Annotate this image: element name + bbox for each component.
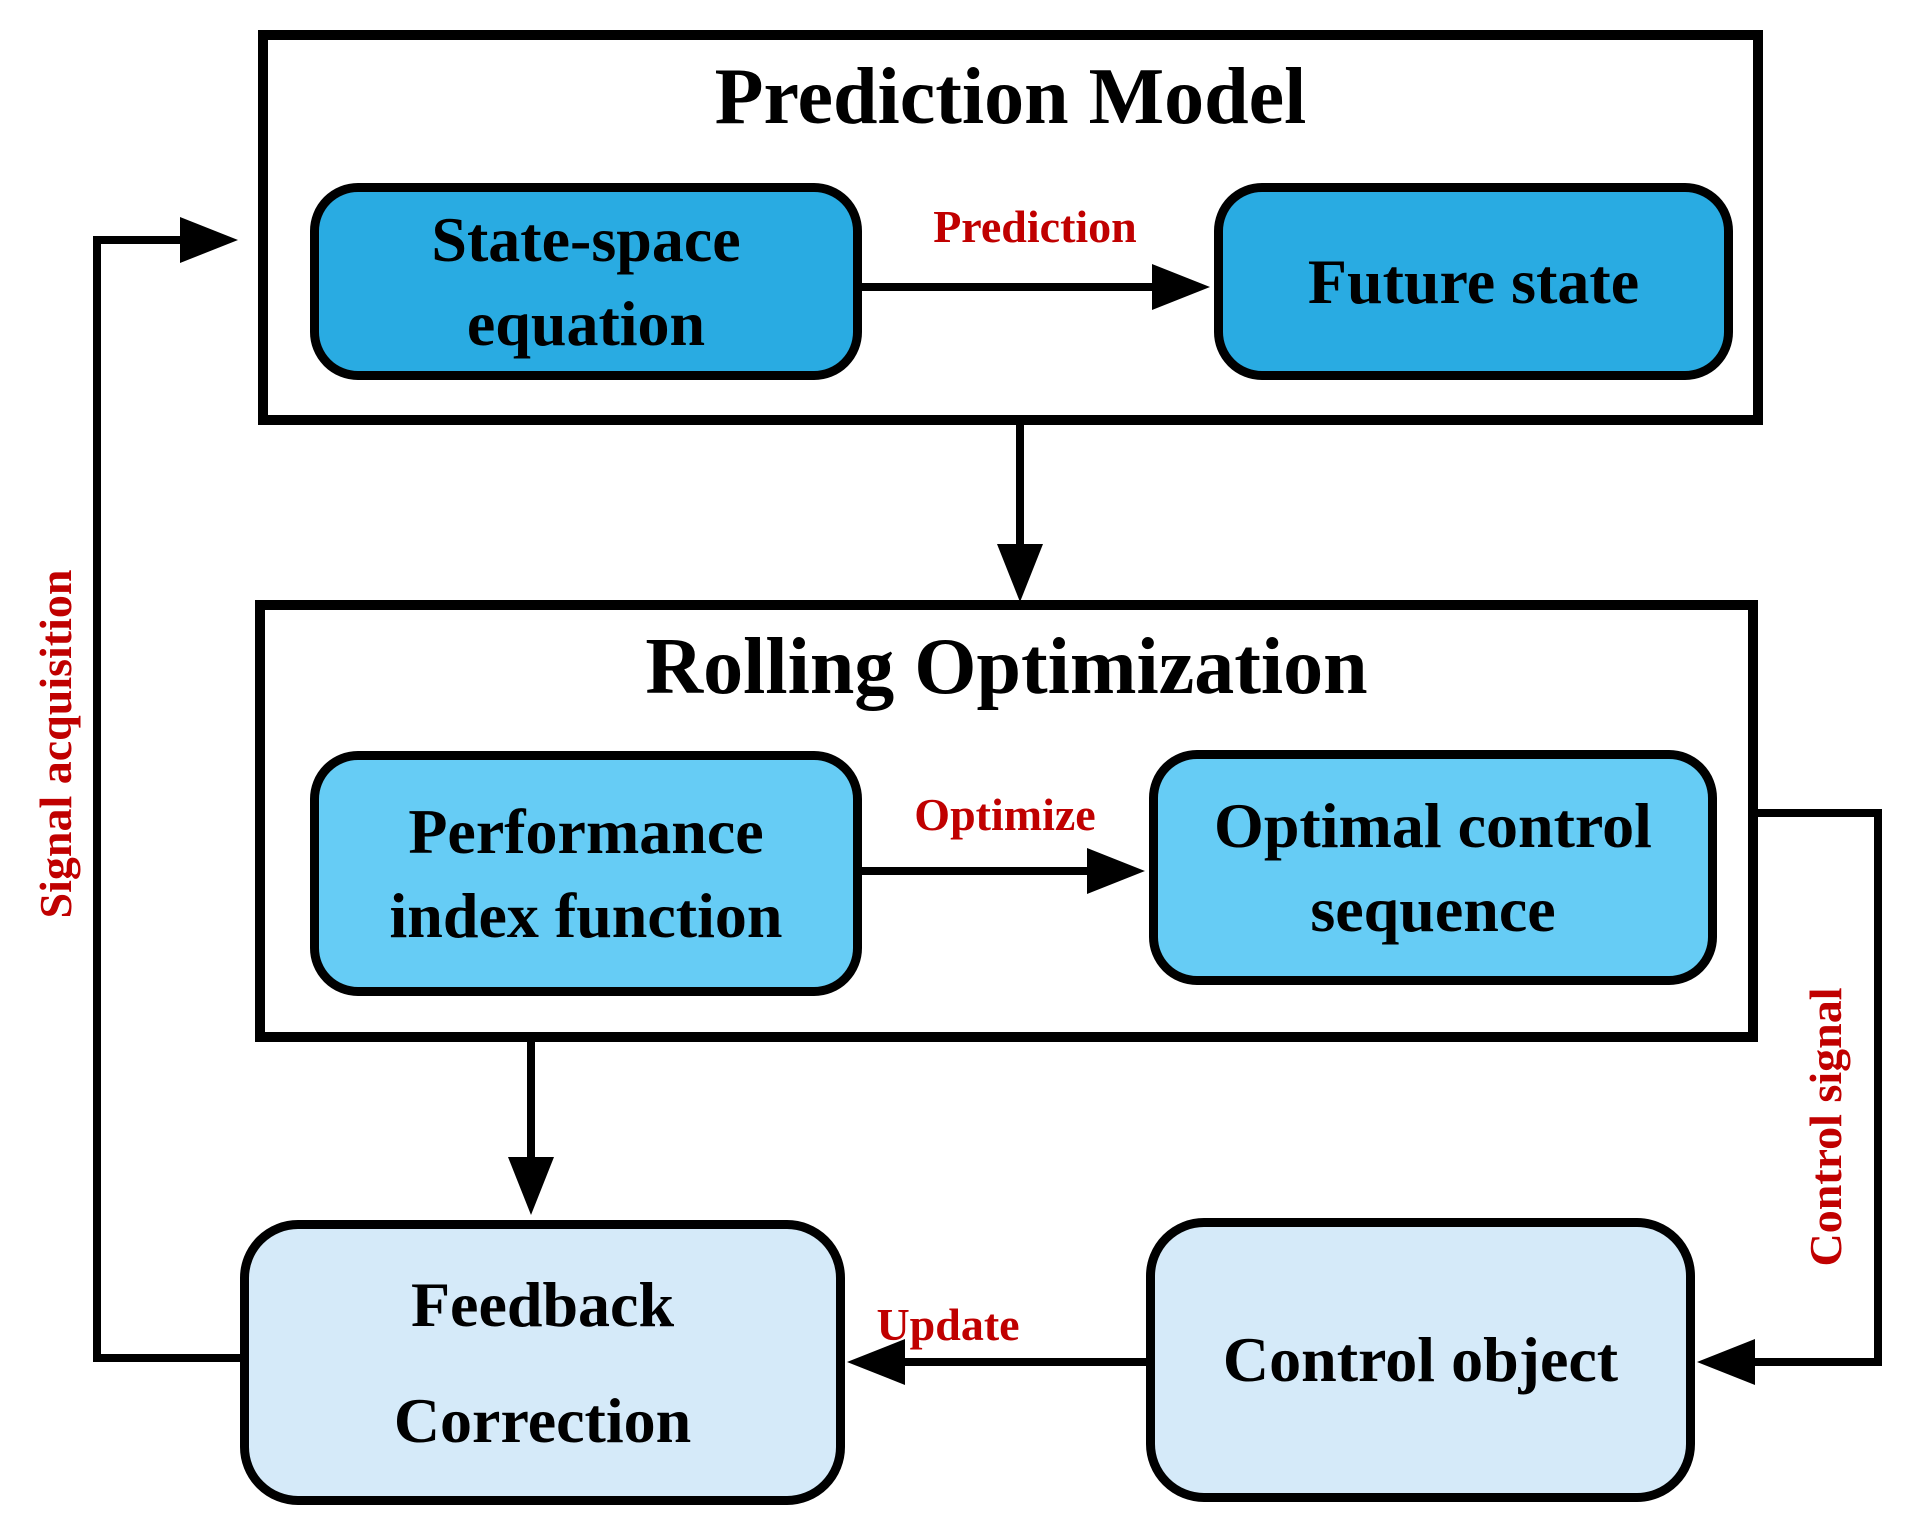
prediction-arrow-line — [862, 283, 1157, 291]
optimization-to-feedback-arrow-head-icon — [508, 1157, 554, 1215]
control-object-label: Control object — [1222, 1324, 1619, 1396]
update-arrow-line — [902, 1358, 1146, 1366]
signal-acquisition-line-horizontal-top — [93, 236, 185, 244]
optimization-to-feedback-arrow-line — [527, 1038, 535, 1160]
model-to-optimization-arrow-head-icon — [997, 544, 1043, 602]
state-space-equation-label-line2: equation — [466, 287, 706, 359]
performance-index-node: Performance index function — [310, 751, 862, 996]
optimize-arrow-line — [862, 867, 1092, 875]
optimize-arrow-head-icon — [1087, 848, 1145, 894]
signal-acquisition-edge-label: Signal acquisition — [30, 569, 81, 919]
prediction-model-title: Prediction Model — [714, 53, 1307, 141]
state-space-equation-node: State-space equation — [310, 183, 862, 380]
future-state-node: Future state — [1214, 183, 1733, 380]
signal-acquisition-line-vertical — [93, 236, 101, 1362]
control-signal-line-horizontal-bottom — [1750, 1358, 1882, 1366]
control-signal-line-vertical — [1874, 809, 1882, 1366]
control-signal-line-horizontal-top — [1753, 809, 1882, 817]
future-state-label: Future state — [1307, 245, 1640, 317]
update-edge-label: Update — [876, 1299, 1020, 1350]
rolling-optimization-title: Rolling Optimization — [645, 623, 1368, 711]
prediction-arrow-head-icon — [1152, 264, 1210, 310]
optimal-control-sequence-node: Optimal control sequence — [1149, 750, 1717, 985]
signal-acquisition-line-horizontal-bottom — [97, 1354, 240, 1362]
signal-acquisition-arrow-head-icon — [180, 217, 238, 263]
optimize-edge-label: Optimize — [914, 789, 1096, 840]
optimal-control-sequence-label-line1: Optimal control — [1214, 790, 1652, 862]
update-arrow-head-icon — [847, 1339, 905, 1385]
performance-index-label-line1: Performance — [408, 796, 764, 868]
optimal-control-sequence-label-line2: sequence — [1310, 873, 1556, 945]
control-signal-arrow-head-icon — [1697, 1339, 1755, 1385]
model-to-optimization-arrow-line — [1016, 425, 1024, 547]
control-signal-edge-label: Control signal — [1800, 987, 1851, 1267]
control-object-node: Control object — [1146, 1218, 1695, 1502]
feedback-correction-label-line2: Correction — [393, 1384, 692, 1456]
feedback-correction-node: Feedback Correction — [240, 1220, 845, 1505]
feedback-correction-label-line1: Feedback — [410, 1269, 675, 1341]
prediction-edge-label: Prediction — [933, 201, 1137, 252]
state-space-equation-label-line1: State-space — [431, 204, 741, 276]
performance-index-label-line2: index function — [389, 879, 783, 951]
